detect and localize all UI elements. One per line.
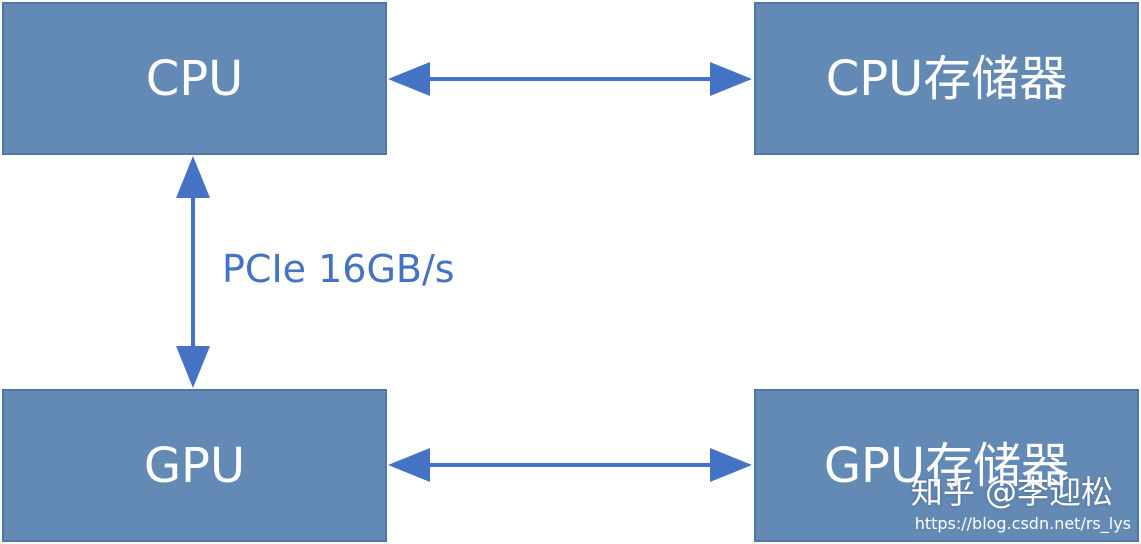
cpu-memory-node-label: CPU存储器 xyxy=(825,50,1068,107)
cpu-memory-node: CPU存储器 xyxy=(754,2,1139,155)
cpu-to-gpu-arrow xyxy=(176,156,210,388)
cpu-to-cpu-memory-arrow xyxy=(388,62,752,96)
gpu-node: GPU xyxy=(2,389,387,542)
gpu-to-gpu-memory-arrow xyxy=(388,448,752,482)
pcie-bandwidth-label: PCIe 16GB/s xyxy=(222,247,455,291)
cpu-node-label: CPU xyxy=(145,50,244,107)
gpu-memory-node-label: GPU存储器 xyxy=(823,437,1070,494)
gpu-memory-node: GPU存储器 xyxy=(754,389,1139,542)
cpu-node: CPU xyxy=(2,2,387,155)
gpu-node-label: GPU xyxy=(143,437,246,494)
